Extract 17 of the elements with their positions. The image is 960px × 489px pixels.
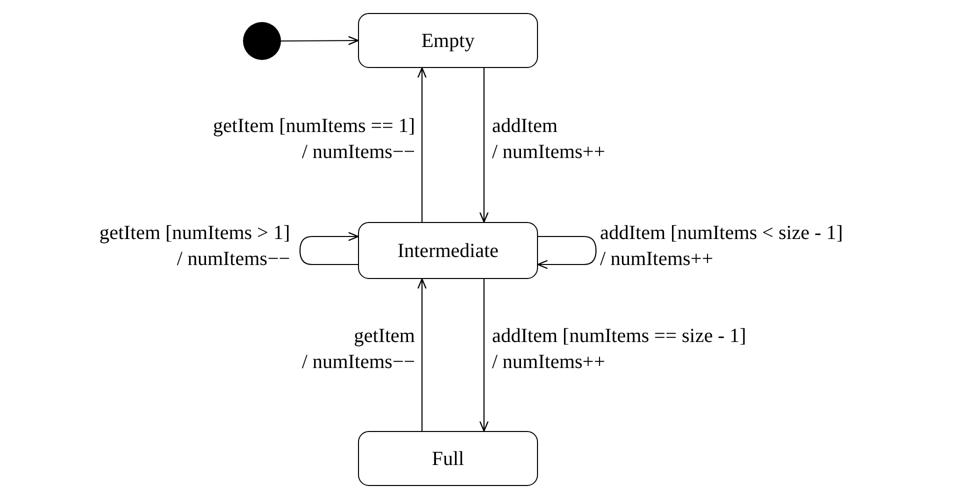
state-box: Empty — [358, 13, 538, 68]
edge-label: addItem / numItems++ — [492, 114, 606, 165]
arrow — [417, 67, 427, 222]
arrow — [479, 68, 489, 223]
edge-label: addItem [numItems < size - 1] / numItems++ — [600, 221, 843, 272]
arrow — [417, 278, 427, 431]
self-loop-arrow — [537, 236, 597, 270]
self-loop-arrow — [299, 232, 359, 266]
arrow — [479, 279, 489, 432]
state-box: Intermediate — [358, 222, 538, 279]
edge-label: getItem [numItems > 1] / numItems−− — [99, 221, 290, 272]
edge-label: getItem / numItems−− — [302, 324, 415, 375]
initial-state-dot — [243, 22, 281, 60]
arrow — [281, 36, 359, 46]
edge-label: getItem [numItems == 1] / numItems−− — [213, 114, 415, 165]
state-box: Full — [358, 431, 538, 486]
edge-label: addItem [numItems == size - 1] / numItems++ — [492, 324, 746, 375]
